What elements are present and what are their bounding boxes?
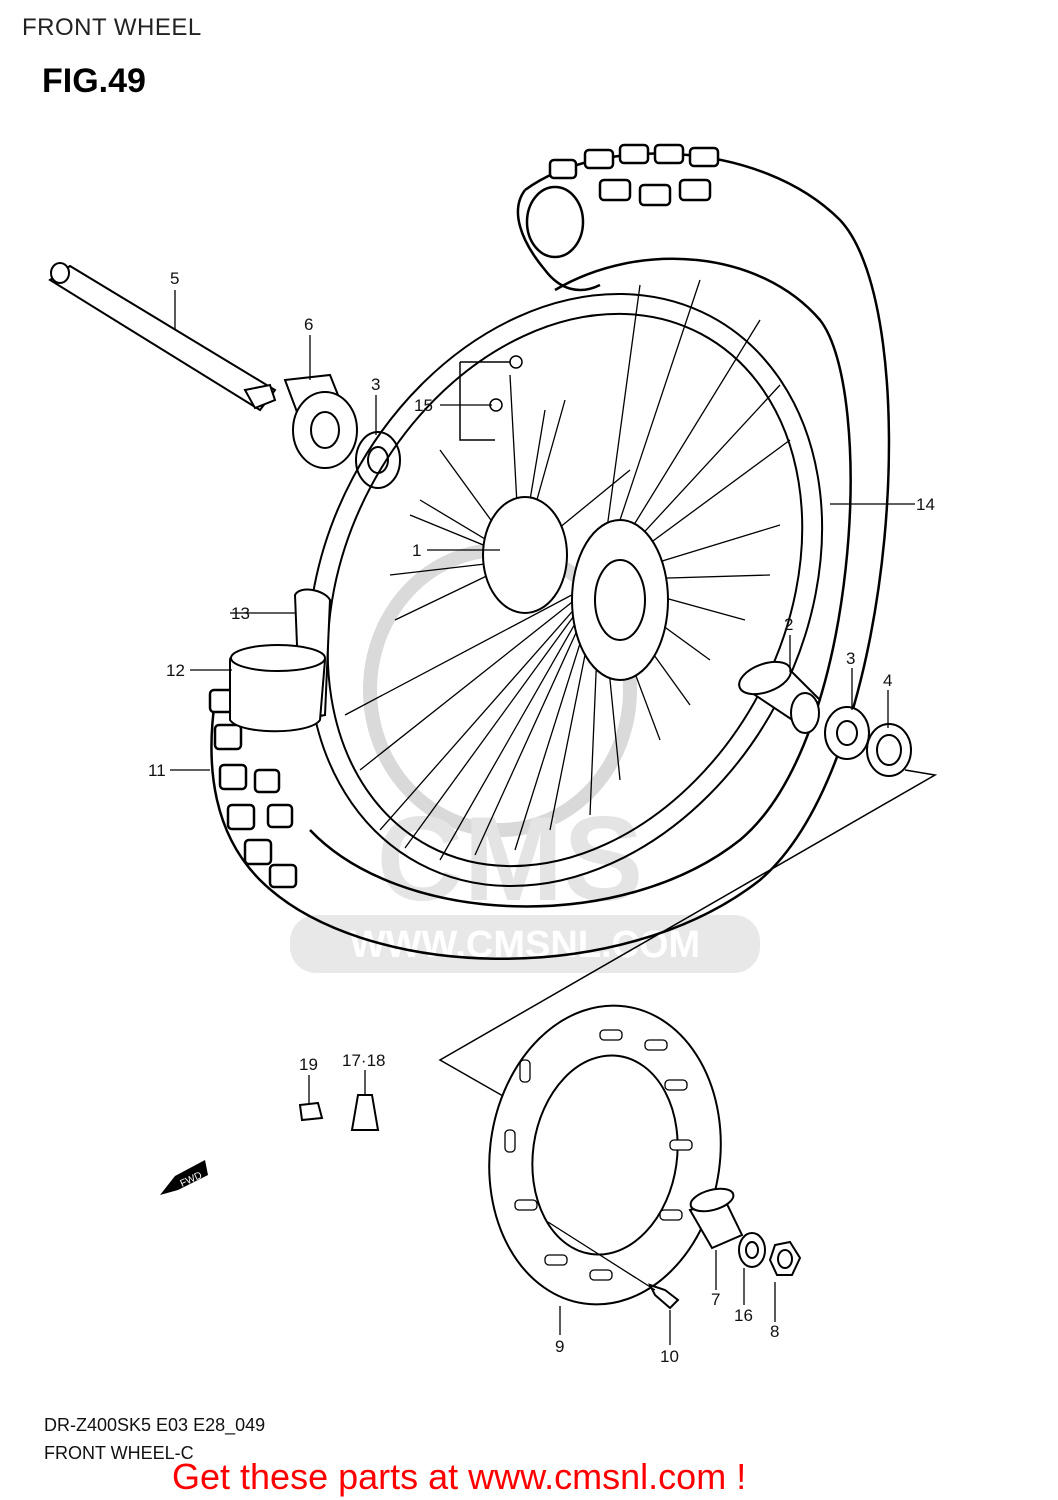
page-title: FRONT WHEEL [22, 14, 202, 41]
axle-part [48, 262, 277, 412]
speedometer-gearbox-part [283, 373, 358, 469]
callout-10: 10 [660, 1347, 679, 1366]
spacer-part [737, 660, 822, 734]
washer-part [738, 1232, 766, 1268]
figure-label: FIG.49 [42, 62, 146, 100]
callout-1: 1 [412, 541, 421, 560]
valve-part [350, 1094, 380, 1131]
oil-seal-part [866, 723, 912, 777]
tube-part [229, 644, 327, 733]
callout-11: 11 [148, 761, 166, 780]
watermark-logo: CMS [377, 792, 644, 926]
callout-12: 12 [166, 661, 185, 680]
valve-cap-part [298, 1101, 324, 1122]
callout-3-upper: 3 [371, 375, 380, 394]
callout-4: 4 [883, 671, 892, 690]
callout-19: 19 [299, 1055, 318, 1074]
bearing-upper-part [355, 431, 401, 489]
tire-part [208, 143, 891, 961]
figure-caption: FRONT WHEEL-C [44, 1443, 194, 1463]
callout-5: 5 [170, 269, 179, 288]
collar-part [688, 1187, 744, 1250]
watermark-url: WWW.CMSNL.COM [350, 924, 700, 966]
disc-bolt-part [547, 1221, 680, 1310]
callout-6: 6 [304, 315, 313, 334]
callout-13: 13 [231, 604, 250, 623]
callout-2: 2 [784, 615, 793, 634]
callout-14: 14 [916, 495, 935, 514]
hub-part [482, 496, 669, 681]
callout-3-lower: 3 [846, 649, 855, 668]
promo-link[interactable]: Get these parts at www.cmsnl.com ! [172, 1456, 747, 1497]
bearing-lower-part [824, 706, 870, 760]
nut-part [768, 1240, 802, 1276]
callout-labels: 5 6 3 15 14 1 13 12 11 2 3 4 19 17·18 7 … [148, 269, 935, 1366]
callout-15: 15 [414, 396, 433, 415]
leader-lines [170, 290, 915, 1345]
brake-disc-part [488, 1004, 722, 1306]
callout-16: 16 [734, 1306, 753, 1325]
callout-9: 9 [555, 1337, 564, 1356]
spoke-nipple-part [459, 355, 523, 441]
callout-17-18: 17·18 [342, 1051, 385, 1070]
model-code: DR-Z400SK5 E03 E28_049 [44, 1415, 266, 1435]
callout-7: 7 [711, 1290, 720, 1309]
fwd-arrow-icon: FWD [160, 1160, 208, 1195]
callout-8: 8 [770, 1322, 779, 1341]
